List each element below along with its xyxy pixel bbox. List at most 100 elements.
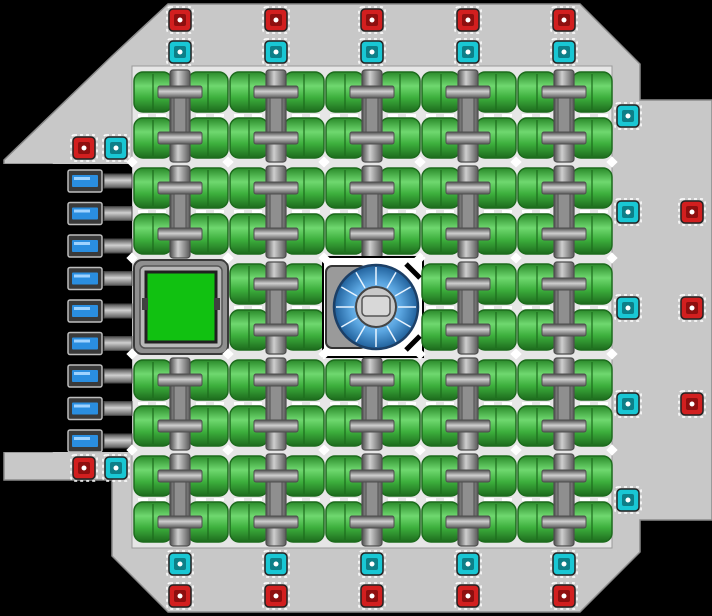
connector-pin — [625, 113, 631, 119]
fitting-marker — [156, 114, 166, 117]
pipe-valve — [557, 385, 571, 421]
battery-glint — [74, 242, 90, 245]
pipe-junction — [541, 373, 587, 387]
red-connector-icon[interactable] — [262, 6, 290, 34]
fuel-tank-module-icon[interactable] — [517, 357, 613, 451]
fuel-tank-module-icon[interactable] — [517, 165, 613, 259]
fitting-marker — [598, 498, 608, 501]
cyan-connector-icon[interactable] — [550, 38, 578, 66]
battery-cell-icon[interactable] — [67, 169, 133, 193]
fuel-tank-module-icon[interactable] — [229, 357, 325, 451]
grid-rivet — [318, 252, 330, 264]
battery-cell-icon[interactable] — [67, 266, 133, 291]
fitting-marker — [580, 114, 590, 117]
red-connector-icon[interactable] — [454, 582, 482, 610]
cyan-connector-icon[interactable] — [614, 486, 642, 514]
fuel-tank-module-icon[interactable] — [517, 261, 613, 355]
cyan-connector-icon[interactable] — [166, 38, 194, 66]
fitting-marker — [444, 306, 454, 309]
cyan-connector-icon[interactable] — [454, 550, 482, 578]
red-connector-icon[interactable] — [550, 6, 578, 34]
red-connector-icon[interactable] — [678, 198, 706, 226]
fuel-tank-module-icon[interactable] — [229, 453, 325, 547]
battery-cell-icon[interactable] — [67, 234, 133, 258]
cyan-connector-icon[interactable] — [358, 550, 386, 578]
pipe-junction — [253, 85, 299, 99]
battery-cell-icon[interactable] — [67, 201, 133, 226]
connector-pin — [561, 17, 567, 23]
fuel-tank-module-icon[interactable] — [133, 453, 229, 547]
fuel-tank-module-icon[interactable] — [421, 69, 517, 163]
fuel-tank-module-icon[interactable] — [325, 165, 421, 259]
fuel-tank-module-icon[interactable] — [229, 165, 325, 259]
fuel-tank-module-icon[interactable] — [421, 261, 517, 355]
connector-pin — [369, 593, 375, 599]
fitting-marker — [522, 114, 532, 117]
pipe-junction — [541, 515, 587, 529]
fitting-marker — [196, 210, 206, 213]
fuel-tank-module-icon[interactable] — [421, 165, 517, 259]
battery-cell-icon[interactable] — [67, 396, 133, 421]
red-connector-icon[interactable] — [678, 294, 706, 322]
cockpit-screen-icon[interactable] — [133, 259, 229, 355]
cyan-connector-icon[interactable] — [454, 38, 482, 66]
red-connector-icon[interactable] — [358, 6, 386, 34]
cyan-connector-icon[interactable] — [262, 550, 290, 578]
pipe-junction — [349, 131, 395, 145]
red-connector-icon[interactable] — [550, 582, 578, 610]
cyan-connector-icon[interactable] — [262, 38, 290, 66]
pipe-junction — [349, 227, 395, 241]
cyan-connector-icon[interactable] — [614, 294, 642, 322]
fuel-tank-module-icon[interactable] — [325, 357, 421, 451]
cyan-connector-icon[interactable] — [614, 198, 642, 226]
fuel-tank-module-icon[interactable] — [133, 357, 229, 451]
fuel-tank-module-icon[interactable] — [133, 165, 229, 259]
battery-glint — [74, 177, 90, 180]
pipe-junction — [349, 85, 395, 99]
battery-cell-icon[interactable] — [67, 299, 133, 323]
fuel-tank-module-icon[interactable] — [229, 69, 325, 163]
cyan-connector-icon[interactable] — [358, 38, 386, 66]
fitting-marker — [484, 402, 494, 405]
fuel-tank-module-icon[interactable] — [421, 453, 517, 547]
cyan-connector-icon[interactable] — [166, 550, 194, 578]
battery-cell-icon[interactable] — [67, 331, 133, 356]
reactor-hatch — [361, 295, 391, 317]
red-connector-icon[interactable] — [678, 390, 706, 418]
fuel-tank-module-icon[interactable] — [325, 69, 421, 163]
cyan-connector-icon[interactable] — [102, 454, 130, 482]
battery-cell-icon[interactable] — [67, 364, 133, 388]
fitting-marker — [214, 402, 224, 405]
fuel-tank-module-icon[interactable] — [325, 453, 421, 547]
connector-pin — [689, 401, 695, 407]
red-connector-icon[interactable] — [358, 582, 386, 610]
battery-charge — [72, 337, 98, 350]
red-connector-icon[interactable] — [70, 454, 98, 482]
red-connector-icon[interactable] — [166, 6, 194, 34]
cyan-connector-icon[interactable] — [614, 390, 642, 418]
fuel-tank-module-icon[interactable] — [517, 69, 613, 163]
fuel-tank-module-icon[interactable] — [133, 69, 229, 163]
pipe-junction — [253, 373, 299, 387]
screen-display — [144, 270, 218, 344]
fitting-marker — [310, 498, 320, 501]
fuel-tank-module-icon[interactable] — [229, 261, 325, 355]
battery-cell-icon[interactable] — [67, 429, 133, 453]
dome-rib — [340, 286, 358, 297]
pipe-junction — [541, 469, 587, 483]
reactor-dome-icon[interactable] — [322, 256, 424, 358]
connector-pin — [465, 49, 471, 55]
red-connector-icon[interactable] — [262, 582, 290, 610]
cyan-connector-icon[interactable] — [102, 134, 130, 162]
fitting-marker — [234, 210, 244, 213]
pipe-valve — [461, 193, 475, 229]
red-connector-icon[interactable] — [166, 582, 194, 610]
fuel-tank-module-icon[interactable] — [421, 357, 517, 451]
connector-pin — [369, 17, 375, 23]
cyan-connector-icon[interactable] — [550, 550, 578, 578]
fuel-tank-module-icon[interactable] — [517, 453, 613, 547]
red-connector-icon[interactable] — [70, 134, 98, 162]
cyan-connector-icon[interactable] — [614, 102, 642, 130]
red-connector-icon[interactable] — [454, 6, 482, 34]
dome-rib — [394, 286, 412, 297]
